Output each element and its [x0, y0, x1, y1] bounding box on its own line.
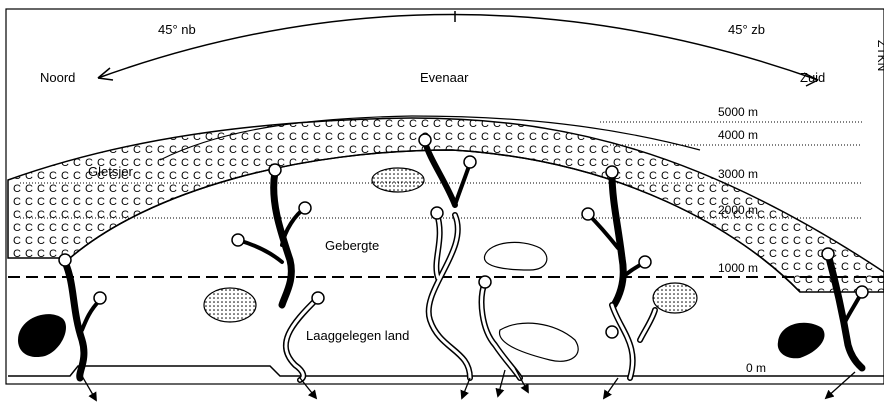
label-north: Noord [40, 70, 75, 85]
lake-lowland [500, 323, 579, 361]
altitude-label-3000: 3000 m [718, 167, 758, 181]
altitude-label-4000: 4000 m [718, 128, 758, 142]
altitude-label-0: 0 m [746, 361, 766, 375]
label-mountains: Gebergte [325, 238, 379, 253]
label-45-north: 45° nb [158, 22, 196, 37]
label-45-south: 45° zb [728, 22, 765, 37]
altitude-label-5000: 5000 m [718, 105, 758, 119]
side-code: ZTKN [875, 40, 884, 71]
label-lowland: Laaggelegen land [306, 328, 409, 343]
label-south: Zuid [800, 70, 825, 85]
altitude-label-2000: 2000 m [718, 203, 758, 217]
label-glacier: Gletsjer [88, 164, 133, 179]
altitude-label-1000: 1000 m [718, 261, 758, 275]
lake-top [372, 168, 424, 192]
lake-left [204, 288, 256, 322]
black-lake-right [778, 323, 825, 359]
lake-right [653, 283, 697, 313]
lake-middle [484, 242, 546, 270]
black-lake-left [18, 314, 66, 357]
label-equator: Evenaar [420, 70, 469, 85]
